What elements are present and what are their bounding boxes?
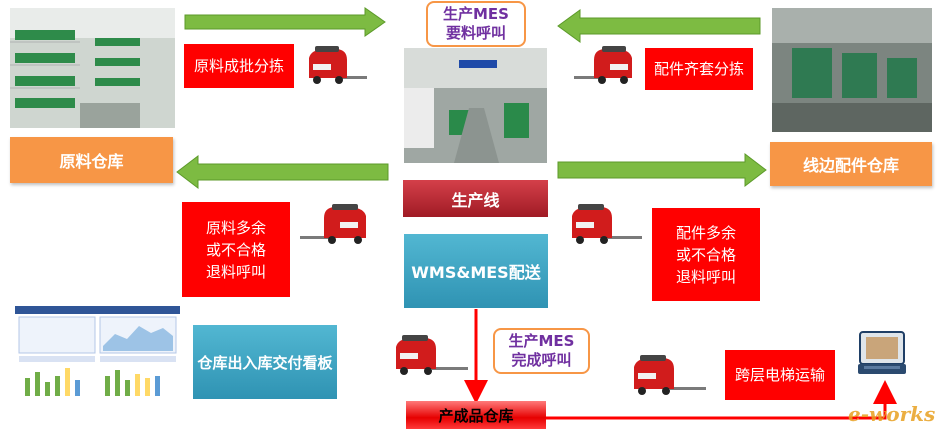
elevator-text: 跨层电梯运输: [734, 366, 825, 384]
line-to-elevator: [546, 380, 897, 420]
finished-warehouse-box: 产成品仓库: [406, 401, 546, 429]
raw-warehouse-box: 原料仓库: [10, 137, 173, 183]
agv-robot-icon: [568, 204, 642, 246]
raw-batch-pick-note: 原料成批分拣: [184, 44, 294, 88]
parts-return-line-3: 退料呼叫: [675, 267, 736, 286]
line-parts-warehouse-label: 线边配件仓库: [802, 156, 899, 175]
raw-return-line-1: 原料多余: [205, 218, 266, 237]
raw-return-note: 原料多余 或不合格 退料呼叫: [182, 202, 290, 297]
watermark-text: e-works: [848, 402, 936, 426]
dashboard-label-box: 仓库出入库交付看板: [193, 325, 337, 399]
production-line-photo: [404, 48, 547, 163]
mes-complete-callout: 生产MES 完成呼叫: [493, 328, 590, 374]
dashboard-label-text: 仓库出入库交付看板: [197, 353, 333, 372]
agv-robot-icon: [305, 46, 367, 86]
elevator-icon: [856, 330, 908, 378]
agv-robot-icon: [574, 46, 636, 86]
production-line-box: 生产线: [403, 180, 548, 217]
parts-return-note: 配件多余 或不合格 退料呼叫: [652, 208, 760, 301]
agv-robot-icon: [300, 204, 370, 246]
raw-return-line-3: 退料呼叫: [205, 262, 266, 281]
eworks-watermark: e-works: [848, 402, 938, 432]
wms-mes-label: WMS&MES配送: [411, 263, 541, 282]
parts-kit-pick-text: 配件齐套分拣: [653, 60, 744, 78]
arrow-raw-to-line: [184, 7, 386, 37]
mes-request-line-1: 生产MES: [443, 5, 509, 23]
line-parts-warehouse-box: 线边配件仓库: [770, 142, 932, 186]
parts-kit-pick-note: 配件齐套分拣: [645, 48, 753, 90]
elevator-note: 跨层电梯运输: [725, 350, 835, 400]
arrow-line-to-raw: [176, 154, 389, 190]
mes-complete-line-1: 生产MES: [508, 332, 575, 350]
raw-batch-pick-text: 原料成批分拣: [193, 57, 284, 75]
finished-warehouse-label: 产成品仓库: [438, 406, 514, 425]
arrow-parts-to-line: [557, 9, 761, 43]
raw-return-line-2: 或不合格: [205, 240, 266, 259]
parts-warehouse-photo: [772, 8, 932, 132]
agv-robot-icon: [630, 355, 706, 397]
raw-warehouse-photo: [10, 8, 175, 128]
parts-return-line-1: 配件多余: [675, 223, 736, 242]
agv-robot-icon: [392, 335, 468, 377]
mes-request-line-2: 要料呼叫: [445, 24, 506, 42]
mes-request-callout: 生产MES 要料呼叫: [426, 1, 526, 47]
mes-complete-line-2: 完成呼叫: [511, 351, 572, 369]
dashboard-screenshot: [15, 306, 180, 406]
production-line-label: 生产线: [451, 190, 500, 210]
arrow-line-to-parts: [557, 152, 767, 188]
wms-mes-box: WMS&MES配送: [404, 234, 548, 308]
raw-warehouse-label: 原料仓库: [59, 152, 124, 171]
parts-return-line-2: 或不合格: [675, 245, 736, 264]
